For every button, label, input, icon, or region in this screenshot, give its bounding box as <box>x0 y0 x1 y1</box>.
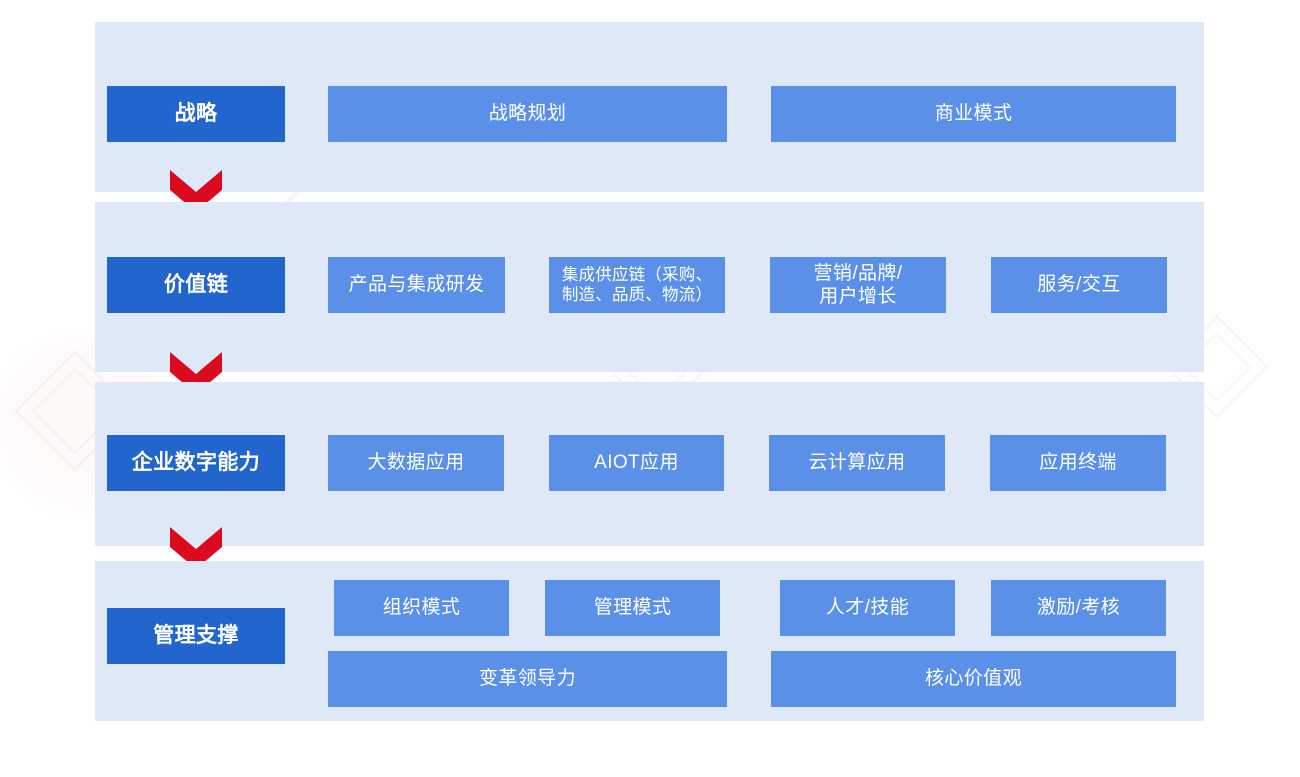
tier-2-item-2[interactable]: 营销/品牌/ 用户增长 <box>770 257 946 313</box>
chevron-down-icon <box>170 527 222 569</box>
tier-2-category-box[interactable]: 价值链 <box>107 257 285 313</box>
tier-3-item-0[interactable]: 大数据应用 <box>328 435 504 491</box>
tier-4-row2-item-1[interactable]: 核心价值观 <box>771 651 1176 707</box>
tier-2-item-1[interactable]: 集成供应链（采购、 制造、品质、物流） <box>549 257 725 313</box>
tier-4-item-3[interactable]: 激励/考核 <box>991 580 1166 636</box>
tier-4-item-2[interactable]: 人才/技能 <box>780 580 955 636</box>
tier-3-item-2[interactable]: 云计算应用 <box>769 435 945 491</box>
tier-3-category-box[interactable]: 企业数字能力 <box>107 435 285 491</box>
tier-1-category-box[interactable]: 战略 <box>107 86 285 142</box>
tier-4-category-box[interactable]: 管理支撑 <box>107 608 285 664</box>
tier-4-row2-item-0[interactable]: 变革领导力 <box>328 651 727 707</box>
arrow-tier3-to-tier4 <box>170 527 222 569</box>
tier-2-item-3[interactable]: 服务/交互 <box>991 257 1167 313</box>
tier-3-item-1[interactable]: AIOT应用 <box>549 435 724 491</box>
tier-4-item-0[interactable]: 组织模式 <box>334 580 509 636</box>
tier-2-item-0[interactable]: 产品与集成研发 <box>328 257 505 313</box>
tier-1-item-1[interactable]: 商业模式 <box>771 86 1176 142</box>
tier-4-item-1[interactable]: 管理模式 <box>545 580 720 636</box>
tier-3-item-3[interactable]: 应用终端 <box>990 435 1166 491</box>
tier-1-item-0[interactable]: 战略规划 <box>328 86 727 142</box>
